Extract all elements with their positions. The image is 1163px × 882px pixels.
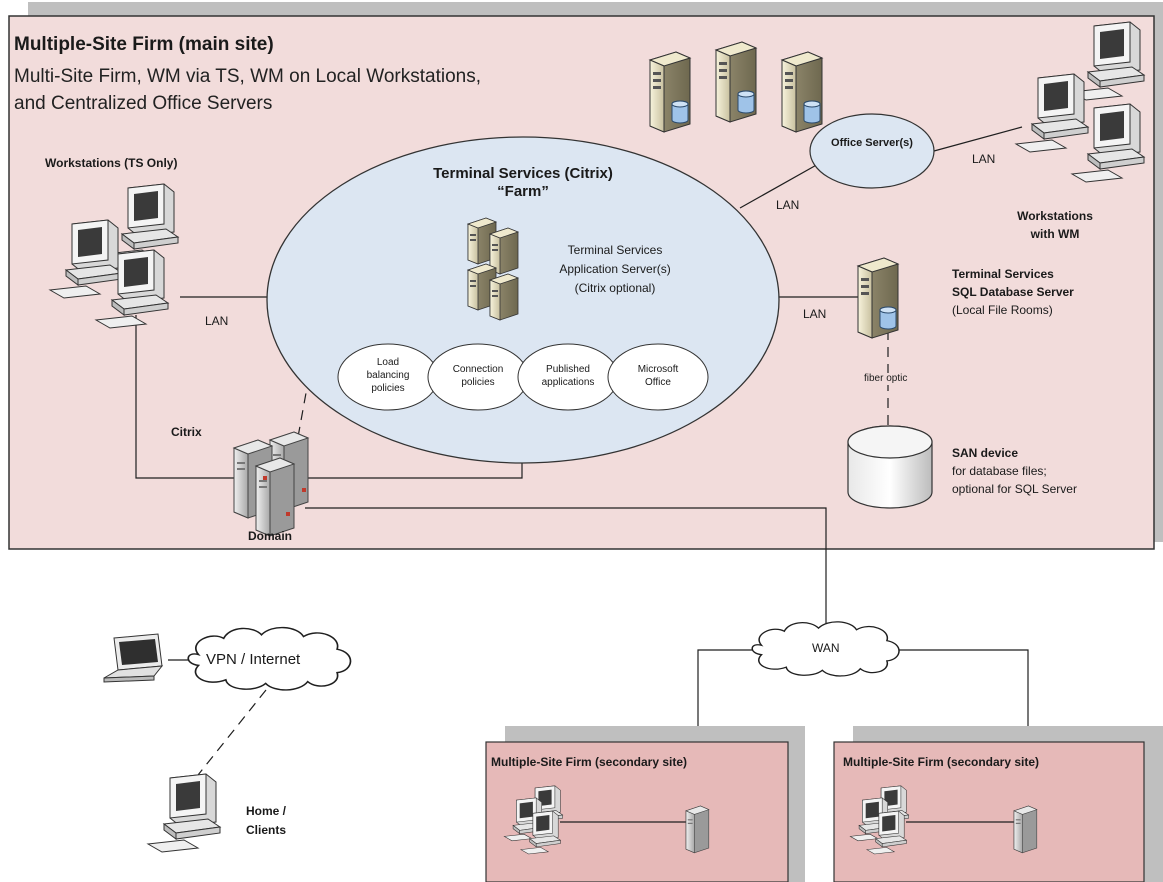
policy-1-line2: balancing <box>366 370 410 381</box>
secondary-server-icon <box>685 805 710 854</box>
sql-server-line2: SQL Database Server <box>952 285 1074 299</box>
sql-server-line3: (Local File Rooms) <box>952 303 1053 317</box>
main-site-subtitle: Multi-Site Firm, WM via TS, WM on Local … <box>14 63 614 117</box>
farm-title-line2: “Farm” <box>497 183 549 200</box>
secondary-server-icon <box>1013 805 1038 854</box>
domain-farm-dashed <box>295 359 313 449</box>
lan-office-wm-line <box>933 126 1023 152</box>
domain-server-icons <box>233 431 309 537</box>
policy-4-line2: Office <box>645 377 671 388</box>
terminal-services-farm <box>266 136 780 464</box>
main-site-subtitle-line1: Multi-Site Firm, WM via TS, WM on Local … <box>14 66 481 87</box>
policy-microsoft-office <box>607 343 709 411</box>
app-server-label-line2: Application Server(s) <box>559 262 671 276</box>
domain-label: Domain <box>248 529 293 543</box>
office-server-ellipse <box>809 113 935 189</box>
vpn-label: VPN / Internet <box>206 651 301 668</box>
sql-server-label: Terminal Services SQL Database Server (L… <box>952 265 1074 319</box>
farm-title-line1: Terminal Services (Citrix) <box>433 165 613 182</box>
home-line1: Home / <box>245 804 286 818</box>
secondary-site-1 <box>485 726 805 882</box>
policy-label-connection: Connection policies <box>433 363 523 389</box>
workstations-wm-line2: with WM <box>1030 227 1080 241</box>
app-server-label: Terminal Services Application Server(s) … <box>540 241 690 298</box>
vpn-area <box>103 626 352 853</box>
citrix-label: Citrix <box>171 425 202 439</box>
vpn-home-dashed <box>193 689 267 781</box>
san-label: SAN device for database files; optional … <box>952 444 1077 498</box>
home-line2: Clients <box>245 823 286 837</box>
office-server-icon <box>782 52 822 132</box>
domain-server-icon <box>255 457 295 537</box>
workstations-ts-label: Workstations (TS Only) <box>45 156 178 170</box>
policy-label-office: Microsoft Office <box>613 363 703 389</box>
home-clients-label: Home / Clients <box>236 802 296 840</box>
app-server-label-line3: (Citrix optional) <box>574 281 656 295</box>
policy-1-line3: policies <box>371 383 405 394</box>
laptop-icon <box>103 633 164 683</box>
policy-4-line1: Microsoft <box>637 364 679 375</box>
secondary-site-2 <box>833 726 1163 882</box>
app-server-icon <box>467 217 519 321</box>
office-server-icon <box>716 42 756 122</box>
main-site-subtitle-line2: and Centralized Office Servers <box>14 93 273 114</box>
san-line2: optional for SQL Server <box>952 482 1077 496</box>
wan-label: WAN <box>812 641 840 655</box>
policy-1-line1: Load <box>376 357 400 368</box>
policy-label-load-balancing: Load balancing policies <box>343 356 433 395</box>
citrix-line <box>135 315 523 479</box>
office-server-icon <box>650 52 690 132</box>
lan-farm-office-line <box>739 162 821 209</box>
lan-ws-label: LAN <box>205 314 229 328</box>
lan-office-wm-label: LAN <box>972 152 996 166</box>
sql-server-line1: Terminal Services <box>952 267 1054 281</box>
office-server-label: Office Server(s) <box>831 137 913 149</box>
policy-label-published: Published applications <box>523 363 613 389</box>
fiber-label: fiber optic <box>864 373 908 385</box>
policy-3-line1: Published <box>546 364 590 375</box>
workstations-wm-label: Workstations with WM <box>990 207 1120 243</box>
office-servers <box>650 42 935 189</box>
secondary-site-2-title: Multiple-Site Firm (secondary site) <box>843 755 1040 769</box>
home-client-icon <box>147 773 221 853</box>
farm-title: Terminal Services (Citrix) “Farm” <box>383 165 663 201</box>
san-line1: for database files; <box>952 464 1047 478</box>
policy-2-line1: Connection <box>452 364 504 375</box>
main-site-title: Multiple-Site Firm (main site) <box>14 34 274 55</box>
san-title: SAN device <box>952 446 1019 460</box>
sql-server-icon <box>858 258 898 338</box>
secondary-site-1-title: Multiple-Site Firm (secondary site) <box>491 755 688 769</box>
lan-farm-office-label: LAN <box>776 198 800 212</box>
policy-2-line2: policies <box>461 377 495 388</box>
policy-3-line2: applications <box>541 377 595 388</box>
domain-wan-line <box>305 507 827 640</box>
app-server-label-line1: Terminal Services <box>567 243 663 257</box>
connection-lines <box>135 126 1023 640</box>
san-device-icon <box>847 425 933 509</box>
lan-sql-label: LAN <box>803 307 827 321</box>
workstations-wm-line1: Workstations <box>1017 209 1093 223</box>
